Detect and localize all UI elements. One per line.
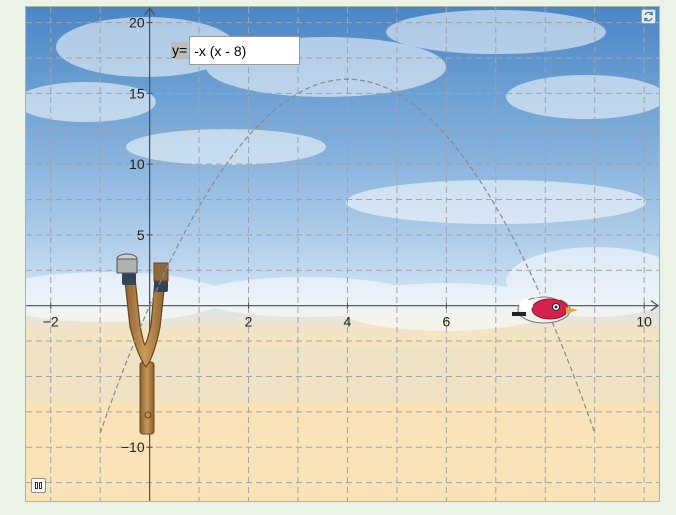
pause-icon bbox=[35, 482, 38, 489]
background bbox=[26, 7, 659, 501]
x-tick-label: −2 bbox=[43, 314, 59, 330]
refresh-icon[interactable] bbox=[641, 9, 656, 24]
x-tick-label: 2 bbox=[245, 314, 253, 330]
pause-button[interactable] bbox=[31, 478, 46, 493]
function-input-box: y= bbox=[171, 36, 301, 65]
parabola-curve bbox=[99, 78, 596, 434]
function-input[interactable] bbox=[189, 36, 301, 65]
y-tick-label: 20 bbox=[129, 15, 145, 31]
y-tick-label: −10 bbox=[121, 439, 145, 455]
expression-label: y= bbox=[171, 42, 189, 59]
slingshot[interactable] bbox=[116, 253, 169, 435]
y-tick-label: 15 bbox=[129, 85, 145, 101]
y-axis-arrow bbox=[144, 7, 156, 16]
y-tick-label: 5 bbox=[137, 227, 145, 243]
y-tick-label: 10 bbox=[129, 156, 145, 172]
x-axis-arrow bbox=[650, 300, 659, 312]
grid-lines bbox=[26, 7, 659, 501]
graph-canvas[interactable]: −2 2 4 6 10 20 15 10 5 −10 bbox=[26, 7, 659, 501]
graphics-view[interactable]: −2 2 4 6 10 20 15 10 5 −10 bbox=[25, 6, 660, 502]
white-bird[interactable] bbox=[512, 293, 578, 324]
x-tick-label: 4 bbox=[344, 314, 352, 330]
x-tick-label: 10 bbox=[636, 314, 652, 330]
x-tick-label: 6 bbox=[442, 314, 450, 330]
